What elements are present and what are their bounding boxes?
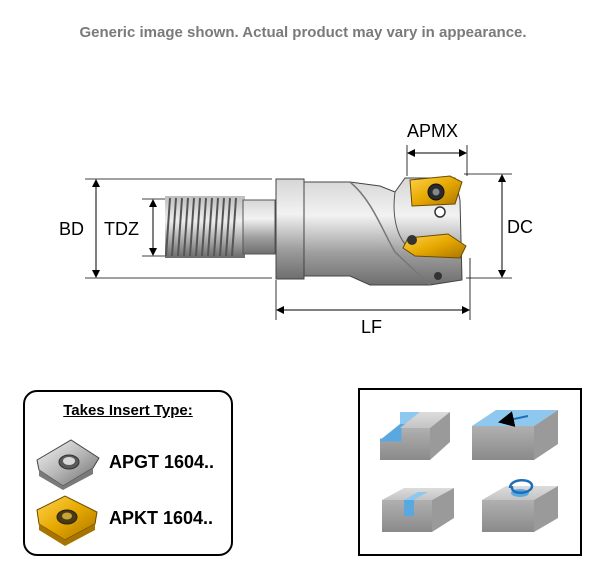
insert-item-apgt: APGT 1604.. <box>33 434 214 490</box>
slotting-icon <box>382 488 454 532</box>
insert-code-apkt: APKT 1604.. <box>109 507 214 528</box>
insert-code-apgt: APGT 1604.. <box>109 451 215 472</box>
gold-insert-icon <box>36 495 98 546</box>
bd-dimension: BD <box>59 178 272 279</box>
face-milling-icon <box>472 410 558 460</box>
operations-panel <box>358 388 582 556</box>
apmx-label: APMX <box>407 121 458 141</box>
silver-insert-icon <box>36 439 100 490</box>
insert-type-title: Takes Insert Type: <box>63 402 193 419</box>
tdz-dimension: TDZ <box>104 198 165 257</box>
dc-dimension: DC <box>464 173 533 279</box>
disclaimer-text: Generic image shown. Actual product may … <box>79 24 527 41</box>
lf-label: LF <box>361 317 382 337</box>
coolant-hole <box>434 272 442 280</box>
helical-interpolation-icon <box>482 479 558 532</box>
dc-label: DC <box>507 217 533 237</box>
cutter-drawing: BD TDZ APMX DC LF <box>59 121 533 337</box>
tdz-label: TDZ <box>104 219 139 239</box>
apmx-dimension: APMX <box>406 121 468 176</box>
operations-grid <box>380 410 558 532</box>
threaded-shank <box>165 196 245 258</box>
neck <box>242 199 276 255</box>
bd-label: BD <box>59 219 84 239</box>
insert-item-apkt: APKT 1604.. <box>33 490 213 546</box>
collar <box>275 178 305 280</box>
shoulder-milling-icon <box>380 412 450 460</box>
screw-hole <box>434 206 446 218</box>
lf-dimension: LF <box>275 258 471 337</box>
bottom-insert <box>402 233 467 259</box>
insert-type-panel: Takes Insert Type: APGT 1604.. APKT 1604 <box>23 390 233 556</box>
top-insert <box>409 175 463 207</box>
